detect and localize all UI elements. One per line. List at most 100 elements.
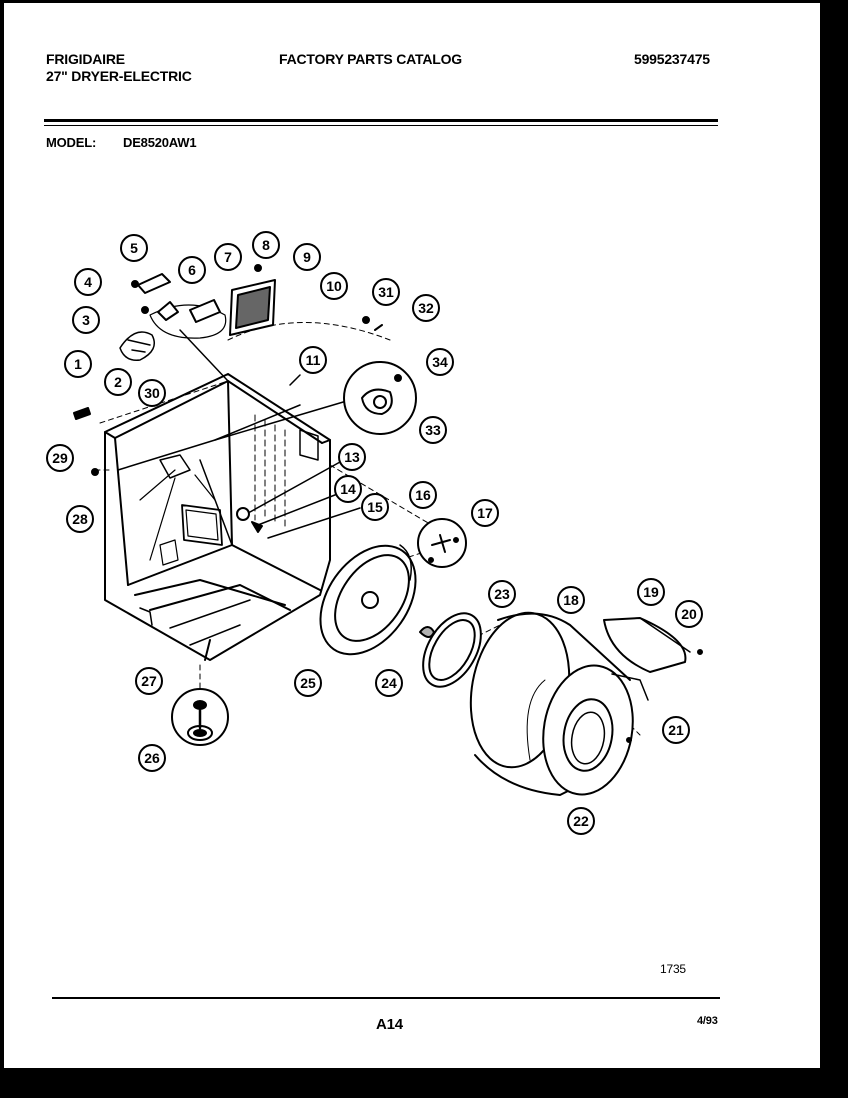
callout-28: 28 bbox=[66, 505, 94, 533]
callout-number: 32 bbox=[418, 300, 434, 316]
callout-9: 9 bbox=[293, 243, 321, 271]
callout-27: 27 bbox=[135, 667, 163, 695]
callout-32: 32 bbox=[412, 294, 440, 322]
callout-circle bbox=[419, 416, 447, 444]
callout-10: 10 bbox=[320, 272, 348, 300]
callout-circle bbox=[252, 231, 280, 259]
page-border-bottom bbox=[0, 1068, 848, 1098]
figure-number: 1735 bbox=[660, 962, 686, 976]
callout-24: 24 bbox=[375, 669, 403, 697]
callout-number: 8 bbox=[262, 237, 270, 253]
callout-22: 22 bbox=[567, 807, 595, 835]
callout-number: 18 bbox=[563, 592, 579, 608]
callout-4: 4 bbox=[74, 268, 102, 296]
callout-number: 23 bbox=[494, 586, 510, 602]
callout-circle bbox=[138, 744, 166, 772]
callout-3: 3 bbox=[72, 306, 100, 334]
callout-number: 9 bbox=[303, 249, 311, 265]
callout-number: 15 bbox=[367, 499, 383, 515]
callout-30: 30 bbox=[138, 379, 166, 407]
callout-number: 34 bbox=[432, 354, 448, 370]
callout-number: 31 bbox=[378, 284, 394, 300]
callout-number: 4 bbox=[84, 274, 92, 290]
callout-circle bbox=[120, 234, 148, 262]
callout-number: 20 bbox=[681, 606, 697, 622]
callout-number: 33 bbox=[425, 422, 441, 438]
callout-circle bbox=[637, 578, 665, 606]
callout-circle bbox=[74, 268, 102, 296]
callout-19: 19 bbox=[637, 578, 665, 606]
callout-number: 5 bbox=[130, 240, 138, 256]
callout-number: 14 bbox=[340, 481, 356, 497]
callout-16: 16 bbox=[409, 481, 437, 509]
callout-circle bbox=[375, 669, 403, 697]
callout-circle bbox=[214, 243, 242, 271]
lint-screen bbox=[229, 279, 276, 336]
callout-circle bbox=[567, 807, 595, 835]
header-rule-thick bbox=[44, 119, 718, 122]
callout-number: 27 bbox=[141, 673, 157, 689]
model-label: MODEL: bbox=[46, 135, 97, 150]
page-label: A14 bbox=[376, 1016, 403, 1033]
callout-number: 6 bbox=[188, 262, 196, 278]
callout-circle bbox=[361, 493, 389, 521]
callout-number: 2 bbox=[114, 374, 122, 390]
front-seal bbox=[419, 612, 482, 688]
callout-number: 3 bbox=[82, 312, 90, 328]
page-border-top bbox=[0, 0, 848, 3]
callout-circle bbox=[293, 243, 321, 271]
catalog-title: FACTORY PARTS CATALOG bbox=[279, 51, 462, 67]
callout-number: 7 bbox=[224, 249, 232, 265]
header-rule-thin bbox=[44, 125, 718, 126]
callout-33: 33 bbox=[419, 416, 447, 444]
callout-number: 19 bbox=[643, 584, 659, 600]
callout-circle bbox=[372, 278, 400, 306]
leveling-leg-detail bbox=[171, 688, 229, 746]
callout-circle bbox=[178, 256, 206, 284]
callout-23: 23 bbox=[488, 580, 516, 608]
callout-18: 18 bbox=[557, 586, 585, 614]
callout-circle bbox=[135, 667, 163, 695]
callout-circle bbox=[46, 444, 74, 472]
callout-circle bbox=[488, 580, 516, 608]
callout-number: 11 bbox=[306, 352, 321, 368]
front-bulkhead bbox=[319, 544, 417, 656]
callout-circle bbox=[338, 443, 366, 471]
callout-circle bbox=[426, 348, 454, 376]
callout-circle bbox=[64, 350, 92, 378]
callout-7: 7 bbox=[214, 243, 242, 271]
callout-31: 31 bbox=[372, 278, 400, 306]
footer-rule bbox=[52, 997, 720, 999]
callout-number: 10 bbox=[326, 278, 342, 294]
control-parts-detail bbox=[119, 264, 262, 361]
catalog-number: 5995237475 bbox=[634, 51, 710, 67]
callout-circle bbox=[294, 669, 322, 697]
callout-circle bbox=[471, 499, 499, 527]
callout-20: 20 bbox=[675, 600, 703, 628]
callout-29: 29 bbox=[46, 444, 74, 472]
callout-circle bbox=[320, 272, 348, 300]
callout-circle bbox=[557, 586, 585, 614]
callout-number: 1 bbox=[74, 356, 82, 372]
page-border-left bbox=[0, 0, 4, 1098]
callout-26: 26 bbox=[138, 744, 166, 772]
callout-circle bbox=[662, 716, 690, 744]
callout-number: 24 bbox=[381, 675, 397, 691]
callout-number: 13 bbox=[344, 449, 360, 465]
callout-21: 21 bbox=[662, 716, 690, 744]
callout-17: 17 bbox=[471, 499, 499, 527]
cabinet bbox=[104, 373, 331, 661]
callout-circle bbox=[66, 505, 94, 533]
callout-25: 25 bbox=[294, 669, 322, 697]
callout-circle bbox=[409, 481, 437, 509]
model-value: DE8520AW1 bbox=[123, 135, 197, 150]
callout-34: 34 bbox=[426, 348, 454, 376]
callout-number: 29 bbox=[52, 450, 68, 466]
date-label: 4/93 bbox=[697, 1015, 718, 1027]
callout-circle bbox=[72, 306, 100, 334]
drum bbox=[469, 611, 634, 796]
page-border-right bbox=[820, 0, 848, 1098]
callout-6: 6 bbox=[178, 256, 206, 284]
callout-13: 13 bbox=[338, 443, 366, 471]
callout-5: 5 bbox=[120, 234, 148, 262]
